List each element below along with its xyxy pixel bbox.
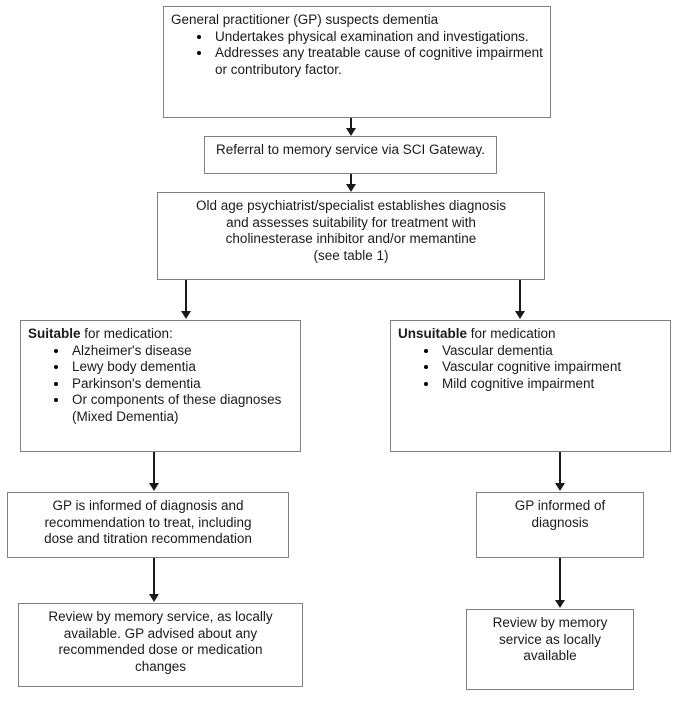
list-item: Vascular dementia — [398, 343, 663, 360]
connector-gp-to-referral — [350, 118, 352, 130]
box-suitable-heading-rest: for medication: — [80, 326, 173, 341]
connector-specialist-to-unsuitable — [519, 280, 521, 313]
bullet-text: Vascular cognitive impairment — [442, 359, 622, 374]
box-referral-text: Referral to memory service via SCI Gatew… — [215, 142, 486, 157]
list-item: Or components of these diagnoses (Mixed … — [28, 392, 293, 425]
connector-gp-informed-to-review-left — [153, 558, 155, 596]
bullet-text: Lewy body dementia — [72, 359, 196, 374]
box-suitable-for-medication: Suitable for medication: Alzheimer's dis… — [20, 320, 301, 452]
box-review-left-line-1: Review by memory service, as locally — [48, 609, 273, 624]
bullet-dot-icon — [197, 51, 201, 55]
bullet-text: Vascular dementia — [442, 342, 553, 358]
bullet-dot-icon — [424, 348, 428, 353]
arrowhead-icon — [555, 600, 565, 608]
box-review-right-line-1: Review by memory — [492, 615, 608, 630]
box-review-left-line-2: available. GP advised about any — [63, 625, 258, 641]
box-unsuitable-heading-bold: Unsuitable — [398, 326, 468, 341]
box-gp-suspects-dementia: General practitioner (GP) suspects demen… — [163, 6, 551, 118]
bullet-dot-icon — [54, 365, 58, 369]
bullet-dot-icon — [424, 365, 428, 369]
list-item: Mild cognitive impairment — [398, 376, 663, 393]
bullet-dot-icon — [54, 381, 58, 386]
box-review-left-line-4: changes — [134, 658, 187, 674]
connector-referral-to-specialist — [350, 174, 352, 186]
arrowhead-icon — [149, 483, 159, 491]
box-suitable-heading: Suitable for medication: — [28, 326, 293, 343]
list-item: Parkinson's dementia — [28, 376, 293, 393]
box-specialist-establishes-diagnosis: Old age psychiatrist/specialist establis… — [157, 192, 545, 280]
list-item: Lewy body dementia — [28, 359, 293, 376]
bullet-dot-icon — [54, 348, 58, 353]
connector-suitable-to-gp-informed — [153, 452, 155, 485]
list-item: Undertakes physical examination and inve… — [171, 29, 543, 46]
arrowhead-icon — [555, 483, 565, 491]
bullet-text: Alzheimer's disease — [72, 342, 192, 358]
box-gp-informed-diagnosis: GP informed of diagnosis — [476, 492, 644, 558]
connector-specialist-to-suitable — [185, 280, 187, 313]
bullet-text: Addresses any treatable cause of cogniti… — [215, 45, 543, 77]
box-unsuitable-for-medication: Unsuitable for medication Vascular demen… — [390, 320, 671, 452]
box-unsuitable-heading: Unsuitable for medication — [398, 326, 663, 343]
box-review-right-line-2: service as locally — [498, 631, 602, 647]
box-gp-informed-diag-line-2: diagnosis — [531, 514, 589, 530]
box-gp-informed-recommendation: GP is informed of diagnosis and recommen… — [7, 492, 289, 558]
box-specialist-line-1: Old age psychiatrist/specialist establis… — [196, 198, 506, 213]
box-gp-suspects-heading: General practitioner (GP) suspects demen… — [171, 12, 439, 27]
arrowhead-icon — [181, 311, 191, 319]
arrowhead-icon — [149, 594, 159, 602]
connector-unsuitable-to-gp-informed — [559, 452, 561, 485]
bullet-dot-icon — [54, 398, 58, 402]
box-review-left-line-3: recommended dose or medication — [58, 642, 263, 657]
bullet-text: Parkinson's dementia — [72, 375, 201, 391]
box-suitable-bullets: Alzheimer's disease Lewy body dementia P… — [28, 343, 293, 426]
box-gp-informed-line-1: GP is informed of diagnosis and — [52, 498, 244, 513]
box-gp-suspects-bullets: Undertakes physical examination and inve… — [171, 29, 543, 79]
box-gp-informed-line-3: dose and titration recommendation — [44, 531, 252, 546]
box-review-right-line-3: available — [523, 648, 577, 663]
bullet-text: Or components of these diagnoses (Mixed … — [72, 392, 282, 424]
box-review-memory-service-right: Review by memory service as locally avai… — [466, 609, 634, 690]
box-unsuitable-heading-rest: for medication — [467, 326, 556, 341]
arrowhead-icon — [346, 128, 356, 136]
box-specialist-line-3: cholinesterase inhibitor and/or memantin… — [225, 231, 477, 246]
connector-gp-informed-to-review-right — [559, 558, 561, 606]
box-gp-informed-line-2: recommendation to treat, including — [44, 514, 252, 530]
box-specialist-line-2: and assesses suitability for treatment w… — [226, 214, 476, 230]
box-unsuitable-bullets: Vascular dementia Vascular cognitive imp… — [398, 343, 663, 393]
box-gp-informed-diag-line-1: GP informed of — [514, 498, 606, 513]
bullet-text: Undertakes physical examination and inve… — [215, 28, 529, 44]
box-suitable-heading-bold: Suitable — [28, 326, 81, 341]
arrowhead-icon — [515, 311, 525, 319]
box-review-memory-service-left: Review by memory service, as locally ava… — [18, 603, 303, 687]
bullet-dot-icon — [424, 381, 428, 386]
bullet-dot-icon — [197, 34, 201, 39]
list-item: Alzheimer's disease — [28, 343, 293, 360]
list-item: Addresses any treatable cause of cogniti… — [171, 45, 543, 78]
arrowhead-icon — [346, 184, 356, 192]
bullet-text: Mild cognitive impairment — [442, 375, 595, 391]
box-referral-memory-service: Referral to memory service via SCI Gatew… — [204, 136, 497, 174]
list-item: Vascular cognitive impairment — [398, 359, 663, 376]
box-specialist-line-4: (see table 1) — [313, 247, 389, 263]
